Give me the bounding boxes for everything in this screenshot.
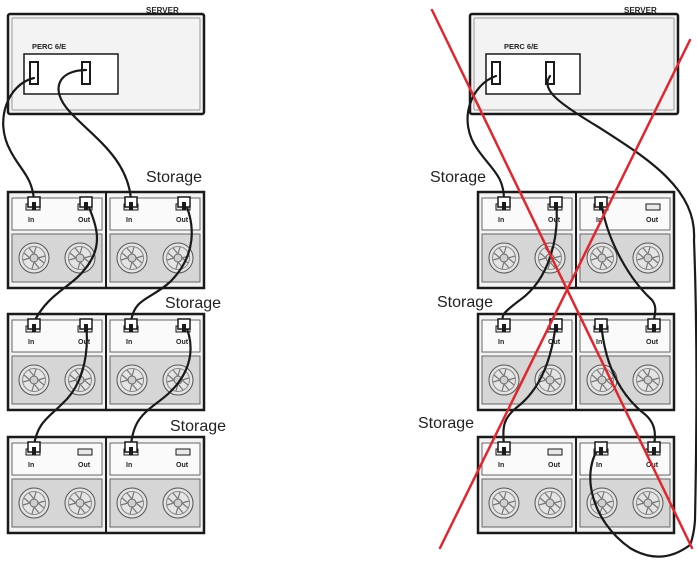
right-server: SERVER PERC 6/E	[468, 6, 680, 116]
left-storage-label-3: Storage	[170, 418, 226, 435]
cable	[546, 74, 696, 242]
port-label-in: In	[596, 339, 602, 346]
cable	[599, 320, 657, 447]
left-storage-enclosure-1: In Out In Out	[6, 190, 206, 290]
right-perc-label: PERC 6/E	[504, 42, 538, 51]
fan-icon	[64, 242, 96, 274]
port-label-in: In	[498, 339, 504, 346]
right-storage-enclosure-3: In Out In Out	[476, 435, 676, 535]
right-perc-port-1	[491, 61, 501, 85]
cable	[688, 238, 697, 547]
left-server-label: SERVER	[146, 6, 179, 15]
fan-icon	[488, 364, 520, 396]
left-perc-port-1	[29, 61, 39, 85]
cable	[589, 443, 692, 558]
cable	[2, 76, 36, 202]
port-label-out: Out	[646, 217, 659, 224]
fan-icon	[162, 487, 194, 519]
fan-icon	[586, 242, 618, 274]
fan-icon	[488, 487, 520, 519]
port-label-out: Out	[176, 462, 189, 469]
port-label-out: Out	[176, 339, 189, 346]
cable	[57, 68, 133, 202]
right-storage-enclosure-2: In Out In Out	[476, 312, 676, 412]
port-label-out: Out	[78, 462, 91, 469]
fan-icon	[116, 364, 148, 396]
fan-icon	[18, 364, 50, 396]
right-diagram: SERVER PERC 6/E In Out In Out	[418, 6, 697, 558]
port-label-in: In	[596, 217, 602, 224]
right-storage-label-1: Storage	[430, 169, 486, 186]
port-label-in: In	[126, 339, 132, 346]
port-label-out: Out	[176, 217, 189, 224]
port-label-in: In	[28, 462, 34, 469]
cable	[502, 320, 558, 447]
port-label-out: Out	[78, 217, 91, 224]
left-server: SERVER PERC 6/E	[6, 6, 206, 116]
right-storage-label-3: Storage	[418, 415, 474, 432]
left-storage-enclosure-3: In Out In Out	[6, 435, 206, 535]
right-storage-label-2: Storage	[437, 294, 493, 311]
cable	[129, 198, 193, 324]
fan-icon	[116, 242, 148, 274]
left-diagram: SERVER PERC 6/E In Out In Out	[2, 6, 226, 535]
left-cables	[2, 68, 193, 447]
cable	[466, 74, 506, 202]
fan-icon	[488, 242, 520, 274]
fan-icon	[64, 487, 96, 519]
port-label-in: In	[596, 462, 602, 469]
cable	[599, 198, 657, 324]
left-perc-port-2	[81, 61, 91, 85]
left-storage-label-2: Storage	[165, 295, 221, 312]
fan-icon	[162, 364, 194, 396]
cable	[32, 320, 88, 447]
port-label-in: In	[498, 462, 504, 469]
port-label-out: Out	[548, 217, 561, 224]
fan-icon	[116, 487, 148, 519]
port-label-out: Out	[646, 339, 659, 346]
cable	[501, 198, 558, 324]
port-label-in: In	[498, 217, 504, 224]
cable	[32, 198, 99, 324]
port-label-out: Out	[548, 462, 561, 469]
right-perc-port-2	[545, 61, 555, 85]
fan-icon	[18, 242, 50, 274]
incorrect-cross-icon	[430, 8, 694, 550]
port-label-out: Out	[548, 339, 561, 346]
right-storage-enclosure-1: In Out In Out	[476, 190, 676, 290]
fan-icon	[534, 487, 566, 519]
right-server-label: SERVER	[624, 6, 657, 15]
port-label-in: In	[126, 217, 132, 224]
port-label-out: Out	[78, 339, 91, 346]
fan-icon	[632, 487, 664, 519]
right-cables	[466, 74, 697, 558]
port-label-in: In	[28, 339, 34, 346]
fan-icon	[632, 364, 664, 396]
cable	[129, 320, 192, 447]
left-storage-label-1: Storage	[146, 169, 202, 186]
fan-icon	[632, 242, 664, 274]
port-label-in: In	[126, 462, 132, 469]
left-perc-label: PERC 6/E	[32, 42, 66, 51]
port-label-in: In	[28, 217, 34, 224]
fan-icon	[18, 487, 50, 519]
fan-icon	[162, 242, 194, 274]
